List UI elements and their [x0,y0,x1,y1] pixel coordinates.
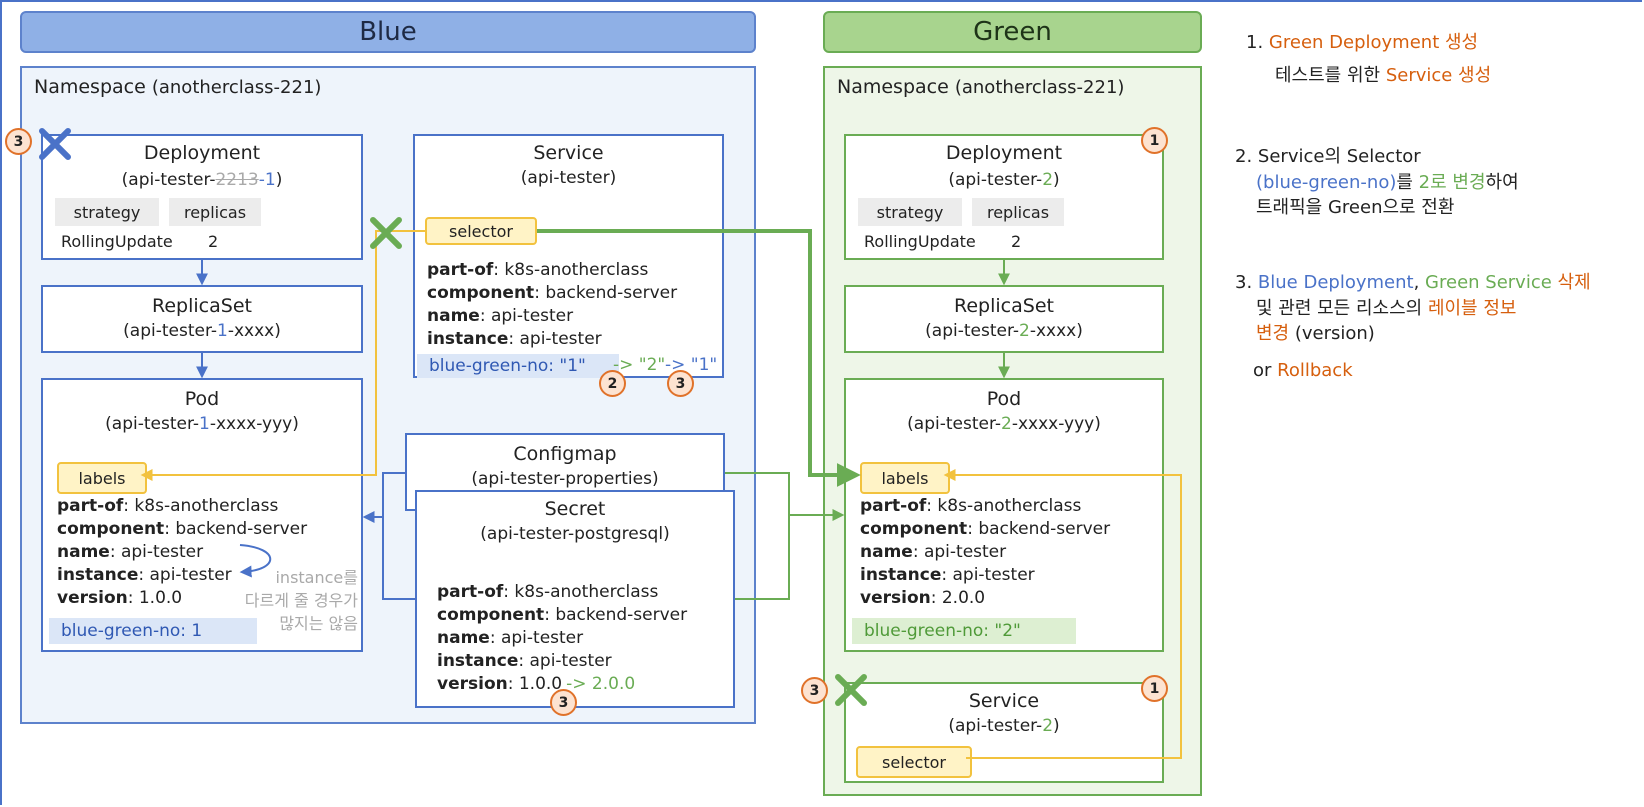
replicas-tag: replicas [972,198,1064,226]
label-version: version: 1.0.0 [57,588,183,608]
label-instance: instance: api-tester [437,651,612,671]
blue-deployment-delete-x-icon [39,128,71,160]
blue-header: Blue [20,11,756,53]
step-badge-3: 3 [801,677,828,704]
step-badge-3: 3 [550,689,577,716]
step-1-line-1: 1. Green Deployment 생성 [1246,32,1479,53]
pod-name: (api-tester-1-xxxx-yyy) [105,414,299,434]
green-deployment-box: Deployment (api-tester-2) strategy repli… [844,134,1164,260]
label-name: name: api-tester [427,306,574,326]
green-service-selector-tag: selector [856,746,972,778]
step-2-line-2: (blue-green-no)를 2로 변경하여 [1256,172,1519,193]
configmap-to-green-pod [725,472,790,600]
instance-note: instance를 다르게 줄 경우가 많지는 않음 [244,568,358,633]
label-part-of: part-of: k8s-anotherclass [860,496,1082,516]
green-replicaset-box: ReplicaSet (api-tester-2-xxxx) [844,285,1164,353]
label-name: name: api-tester [57,542,204,562]
green-pod-box: Pod (api-tester-2-xxxx-yyy) labels part-… [844,378,1164,652]
replicaset-title: ReplicaSet [152,295,252,317]
secret-title: Secret [544,498,606,520]
strategy-tag: strategy [55,198,159,226]
label-instance: instance: api-tester [427,329,602,349]
change-to-2: -> "2" [613,355,666,375]
labels-tag: labels [860,462,950,494]
strategy-value: RollingUpdate [61,232,173,251]
replicaset-name: (api-tester-2-xxxx) [925,321,1083,341]
green-header: Green [823,11,1202,53]
step-3-line-3: 변경 (version) [1256,323,1375,344]
step-3-or-rollback: or Rollback [1253,360,1353,381]
service-blue-green-no: blue-green-no: "1" [417,354,619,378]
blue-green-no-label: blue-green-no: 1 [49,618,257,644]
step-badge-1: 1 [1141,127,1168,154]
instance-curve-arrow [239,544,272,578]
step-badge-2: 2 [599,370,626,397]
service-title: Service [968,690,1040,712]
secret-box: Secret (api-tester-postgresql) part-of: … [415,490,735,708]
label-part-of: part-of: k8s-anotherclass [427,260,649,280]
configmap-title: Configmap [513,443,617,465]
secret-name: (api-tester-postgresql) [480,524,670,544]
step-2-line-1: 2. Service의 Selector [1235,146,1421,167]
step-2-line-3: 트래픽을 Green으로 전환 [1256,197,1455,218]
blue-green-no-label: blue-green-no: "2" [852,618,1076,644]
deployment-title: Deployment [945,142,1063,164]
strategy-tag: strategy [858,198,962,226]
blue-deployment-box: Deployment (api-tester-2213-1) strategy … [41,134,363,260]
deployment-name: (api-tester-2) [948,170,1060,190]
configmap-to-blue-pod [382,472,415,600]
blue-replicaset-box: ReplicaSet (api-tester-1-xxxx) [41,285,363,353]
replicaset-name: (api-tester-1-xxxx) [123,321,281,341]
selector-to-green-labels [537,229,861,487]
deployment-title: Deployment [143,142,261,164]
step-badge-3: 3 [5,128,32,155]
deployment-name: (api-tester-2213-1) [121,170,283,190]
namespace-title: Namespace (anotherclass-221) [837,76,1125,98]
service-title: Service [533,142,604,164]
replicaset-title: ReplicaSet [954,295,1054,317]
replicas-value: 2 [1011,232,1022,251]
service-name: (api-tester-2) [948,716,1060,736]
label-instance: instance: api-tester [860,565,1035,585]
label-component: component: backend-server [437,605,688,625]
label-component: component: backend-server [427,283,678,303]
blue-selector-disconnect-x-icon [370,217,402,249]
blue-service-box: Service (api-tester) part-of: k8s-anothe… [413,134,724,378]
green-service-box: Service (api-tester-2) selector [844,682,1164,783]
step-badge-1: 1 [1141,675,1168,702]
step-1-line-2: 테스트를 위한 Service 생성 [1275,65,1492,86]
namespace-title: Namespace (anotherclass-221) [34,76,322,98]
step-badge-3: 3 [667,370,694,397]
blue-service-selector-tag: selector [425,217,537,245]
label-component: component: backend-server [57,519,308,539]
labels-tag: labels [57,462,147,494]
strategy-value: RollingUpdate [864,232,976,251]
pod-title: Pod [184,388,220,410]
label-name: name: api-tester [437,628,584,648]
service-name: (api-tester) [520,168,617,188]
pod-title: Pod [986,388,1022,410]
label-part-of: part-of: k8s-anotherclass [437,582,659,602]
label-component: component: backend-server [860,519,1111,539]
replicas-value: 2 [208,232,219,251]
label-version: version: 2.0.0 [860,588,986,608]
green-selector-to-green-labels [943,469,1182,759]
label-instance: instance: api-tester [57,565,232,585]
step-3-line-1: 3. Blue Deployment, Green Service 삭제 [1235,272,1591,293]
label-name: name: api-tester [860,542,1007,562]
step-3-line-2: 및 관련 모든 리소스의 레이블 정보 [1256,298,1517,319]
replicas-tag: replicas [169,198,261,226]
pod-name: (api-tester-2-xxxx-yyy) [907,414,1101,434]
blue-pod-box: Pod (api-tester-1-xxxx-yyy) labels part-… [41,378,363,652]
label-version: version: 1.0.0-> 2.0.0 [437,674,636,694]
label-part-of: part-of: k8s-anotherclass [57,496,279,516]
green-service-delete-x-icon [835,674,867,706]
configmap-name: (api-tester-properties) [471,469,659,489]
blue-selector-to-blue-labels [140,230,425,481]
